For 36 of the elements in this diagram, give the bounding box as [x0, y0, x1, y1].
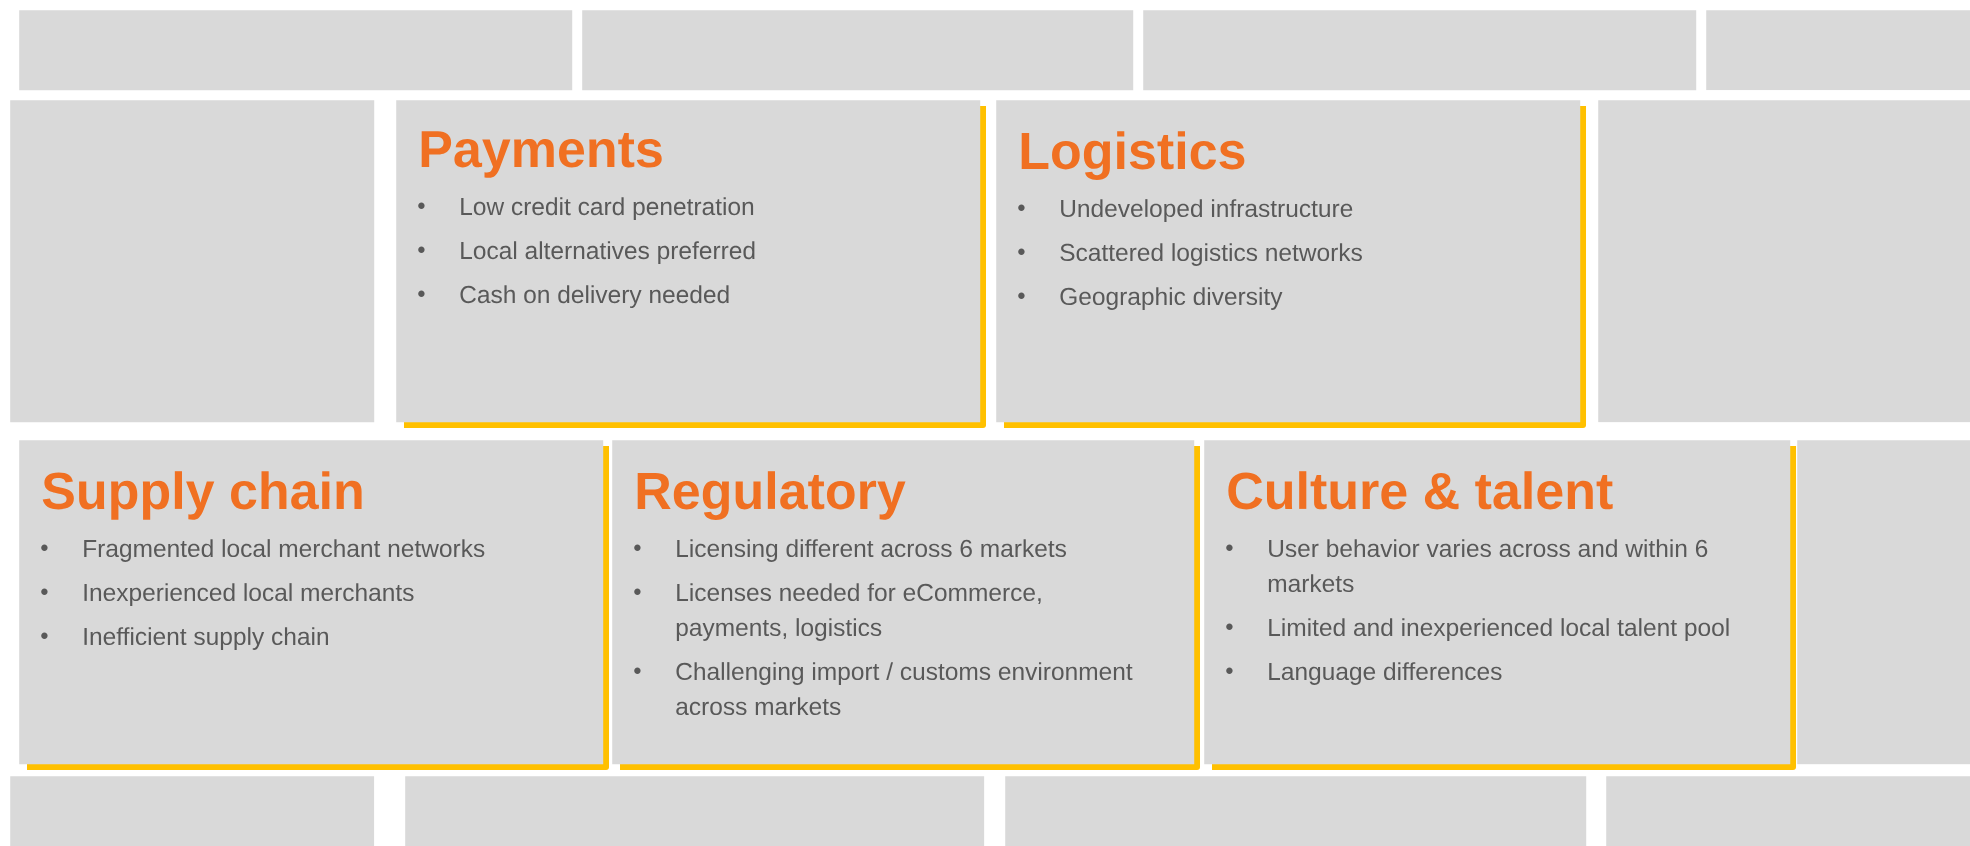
bullet-item: Inefficient supply chain [41, 627, 328, 650]
brick [405, 776, 985, 846]
bullet-item: Low credit card penetration [418, 197, 754, 221]
bullet-item: Language differences [1226, 662, 1502, 685]
brick [10, 100, 375, 423]
brick [1598, 100, 1970, 423]
brick [582, 10, 1134, 91]
brick [19, 10, 573, 91]
bullet-item: Geographic diversity [1018, 287, 1283, 310]
brick-card [996, 100, 1586, 428]
bullet-item: Cash on delivery needed [418, 285, 729, 309]
brick [1005, 776, 1587, 846]
brick-card [612, 440, 1200, 770]
brick-card [396, 100, 986, 428]
brick [1706, 10, 1970, 91]
bullet-item: Licenses needed for eCommerce, payments, logistics [634, 583, 1041, 641]
bullet-item: Inexperienced local merchants [41, 583, 414, 606]
bullet-item: Challenging import / customs environment across markets [634, 662, 1133, 716]
heading: Payments [421, 131, 662, 178]
bullet-item: Scattered logistics networks [1018, 243, 1362, 266]
heading: Regulatory [637, 471, 906, 520]
bullet-item: Limited and inexperienced local talent pool [1226, 618, 1729, 641]
brick-card [19, 440, 609, 770]
brick [1797, 440, 1970, 765]
brick [1606, 776, 1970, 846]
bullet-item: Local alternatives preferred [418, 241, 755, 265]
bullet-item: Licensing different across 6 markets [634, 539, 1066, 562]
brick [1143, 10, 1697, 91]
heading: Culture & talent [1228, 471, 1613, 510]
brick [10, 776, 375, 846]
heading: Logistics [1021, 131, 1245, 180]
heading: Supply chain [42, 471, 362, 520]
bullet-item: User behavior varies across and within 6 markets [1226, 539, 1708, 593]
bullet-item: Fragmented local merchant networks [41, 539, 485, 562]
bullet-item: Undeveloped infrastructure [1018, 199, 1353, 222]
brick-card [1204, 440, 1796, 770]
